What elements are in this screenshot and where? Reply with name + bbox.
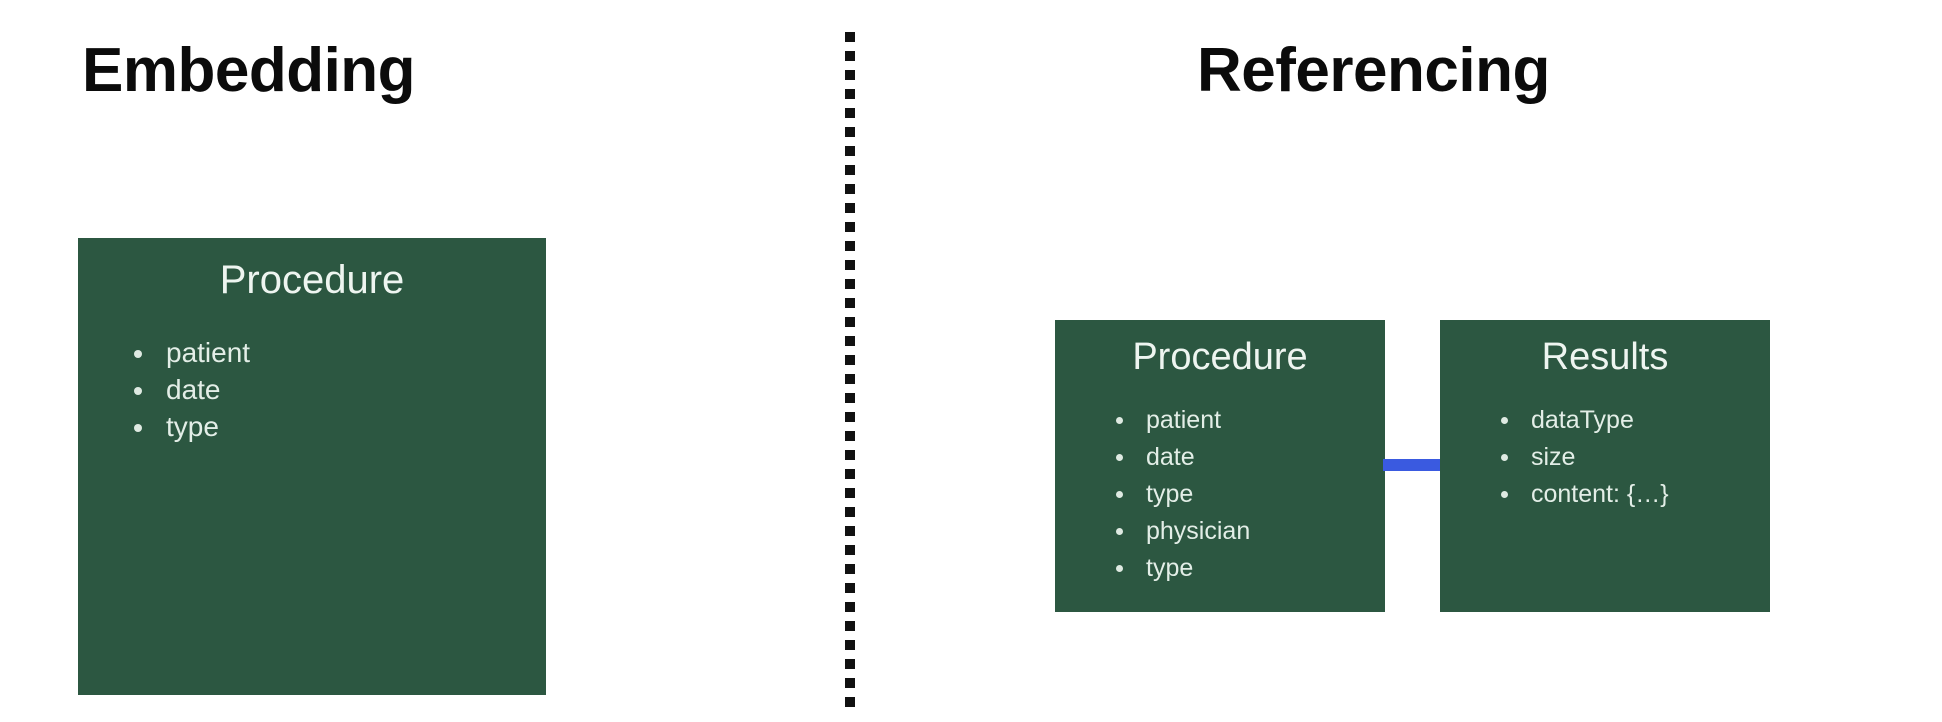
divider-dot (845, 355, 855, 365)
divider-dot (845, 146, 855, 156)
field-label: content: {…} (1531, 480, 1669, 508)
field-label: date (1146, 443, 1195, 471)
field-item: physician (1110, 513, 1385, 550)
divider-dot (845, 203, 855, 213)
field-item: size (1495, 439, 1770, 476)
divider-dot (845, 298, 855, 308)
divider-dot (845, 564, 855, 574)
divider-dot (845, 51, 855, 61)
divider-dot (845, 640, 855, 650)
field-item: dataType (1495, 402, 1770, 439)
divider-dot (845, 222, 855, 232)
bullet-icon (1501, 491, 1508, 498)
field-label: patient (1146, 406, 1222, 434)
divider-dot (845, 184, 855, 194)
bullet-icon (1116, 565, 1123, 572)
field-label: patient (166, 337, 251, 368)
divider-dot (845, 602, 855, 612)
bullet-icon (1116, 528, 1123, 535)
divider-dot (845, 165, 855, 175)
field-list-procedure: patient date type (78, 334, 546, 445)
field-label: type (1146, 480, 1194, 508)
divider-dot (845, 89, 855, 99)
field-item: date (126, 371, 546, 408)
divider-dot (845, 469, 855, 479)
divider-dot (845, 412, 855, 422)
card-referencing-procedure: Procedure patient date type physician ty… (1055, 320, 1385, 612)
divider-dot (845, 545, 855, 555)
divider-dot (845, 108, 855, 118)
panel-title-referencing: Referencing (1197, 36, 1550, 105)
divider-dot (845, 583, 855, 593)
card-referencing-results: Results dataType size content: {…} (1440, 320, 1770, 612)
divider-dot (845, 488, 855, 498)
divider-dot (845, 127, 855, 137)
divider-dot (845, 659, 855, 669)
bullet-icon (1501, 417, 1508, 424)
divider-dot (845, 450, 855, 460)
field-list-procedure: patient date type physician type (1055, 402, 1385, 587)
bullet-icon (1116, 491, 1123, 498)
divider-dot (845, 678, 855, 688)
field-item: type (1110, 550, 1385, 587)
divider-dot (845, 260, 855, 270)
divider-dot (845, 621, 855, 631)
divider-dot (845, 70, 855, 80)
field-item: type (1110, 476, 1385, 513)
divider-dot (845, 279, 855, 289)
field-item: content: {…} (1495, 476, 1770, 513)
card-title-procedure: Procedure (219, 258, 405, 302)
field-label: type (1146, 554, 1194, 582)
field-label: date (166, 374, 221, 405)
divider-dot (845, 431, 855, 441)
divider-dot (845, 697, 855, 707)
divider-dot (845, 507, 855, 517)
panel-title-embedding: Embedding (82, 36, 416, 105)
divider-dot (845, 526, 855, 536)
bullet-icon (134, 350, 142, 358)
bullet-icon (134, 387, 142, 395)
divider-dot (845, 317, 855, 327)
divider-dot (845, 241, 855, 251)
card-embedding-procedure: Procedure patient date type Results (78, 238, 546, 695)
field-item: date (1110, 439, 1385, 476)
vertical-dotted-divider (845, 32, 855, 712)
bullet-icon (1116, 417, 1123, 424)
field-item: type (126, 408, 546, 445)
divider-dot (845, 374, 855, 384)
bullet-icon (1501, 454, 1508, 461)
bullet-icon (134, 424, 142, 432)
divider-dot (845, 32, 855, 42)
field-label: physician (1146, 517, 1251, 545)
field-item: patient (1110, 402, 1385, 439)
field-list-results: dataType size content: {…} (1440, 402, 1770, 513)
divider-dot (845, 393, 855, 403)
card-title-results: Results (1541, 336, 1669, 378)
field-label: type (166, 411, 219, 442)
reference-link-connector (1383, 459, 1442, 471)
bullet-icon (1116, 454, 1123, 461)
field-item: patient (126, 334, 546, 371)
field-label: dataType (1531, 406, 1634, 434)
field-label: size (1531, 443, 1576, 471)
divider-dot (845, 336, 855, 346)
card-title-procedure: Procedure (1132, 336, 1308, 378)
